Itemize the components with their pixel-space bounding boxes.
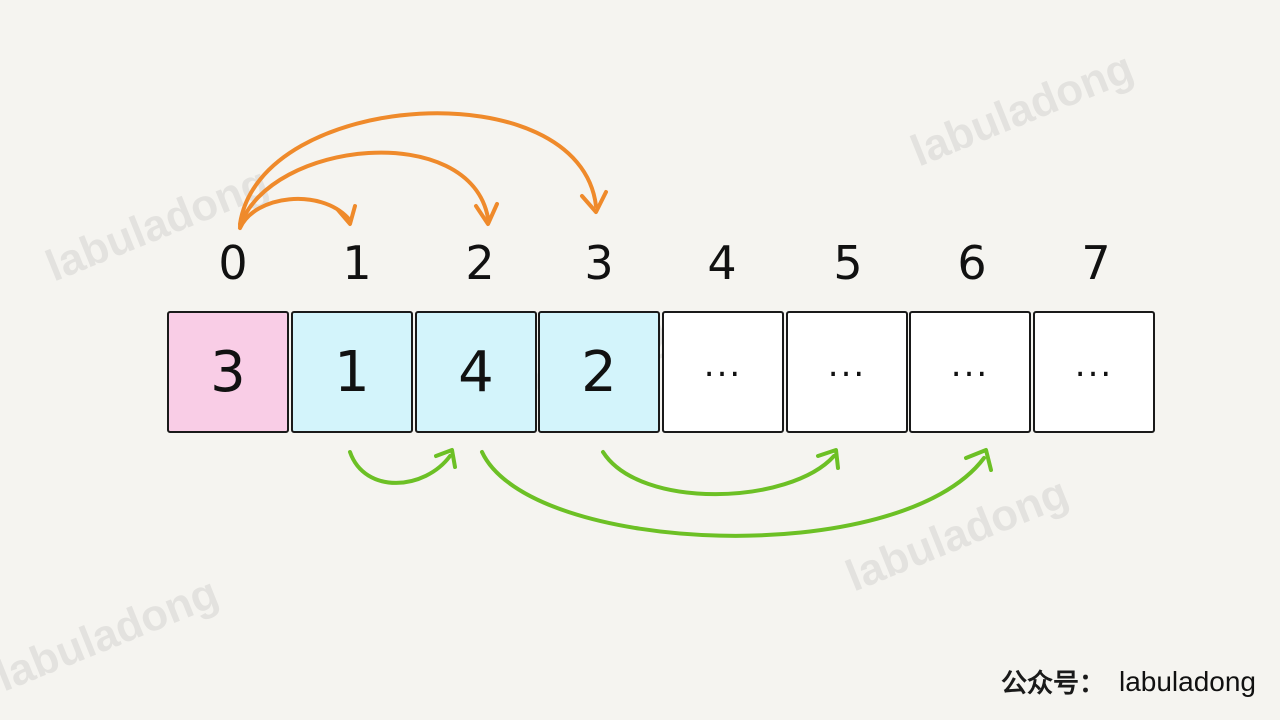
orange-arrow-group [238,111,608,230]
index-label-1: 1 [342,236,372,290]
arrowhead-0-to-1 [336,204,357,226]
array-cell-6: ... [909,311,1031,433]
array-cell-0: 3 [167,311,289,433]
array-cell-2: 4 [415,311,537,433]
arrowhead-1-to-2 [434,448,457,469]
footer-handle: labuladong [1118,665,1256,697]
array-cell-7: ... [1033,311,1155,433]
arrowhead-3-to-5 [816,448,840,470]
footer-credit: 公众号： labuladong [1001,663,1256,700]
green-arrow-group [348,448,993,538]
index-label-7: 7 [1081,236,1111,290]
index-label-2: 2 [465,236,495,290]
array-cell-5: ... [786,311,908,433]
arrow-0-to-1 [238,196,350,230]
index-label-6: 6 [957,236,987,290]
index-label-4: 4 [707,236,737,290]
array-cell-3: 2 [538,311,660,433]
index-label-0: 0 [218,236,248,290]
arrow-2-to-6 [480,450,986,538]
index-label-5: 5 [833,236,863,290]
index-label-3: 3 [584,236,614,290]
array-cell-4: ... [662,311,784,433]
arrow-1-to-2 [348,450,452,485]
arrow-0-to-2 [238,150,490,228]
footer-prefix: 公众号： [1000,669,1105,699]
arrow-0-to-3 [238,111,598,226]
array-cell-1: 1 [291,311,413,433]
arrowhead-0-to-2 [474,202,499,226]
arrow-3-to-5 [601,450,836,497]
arrowhead-0-to-3 [580,190,608,214]
arrowhead-2-to-6 [964,448,993,472]
